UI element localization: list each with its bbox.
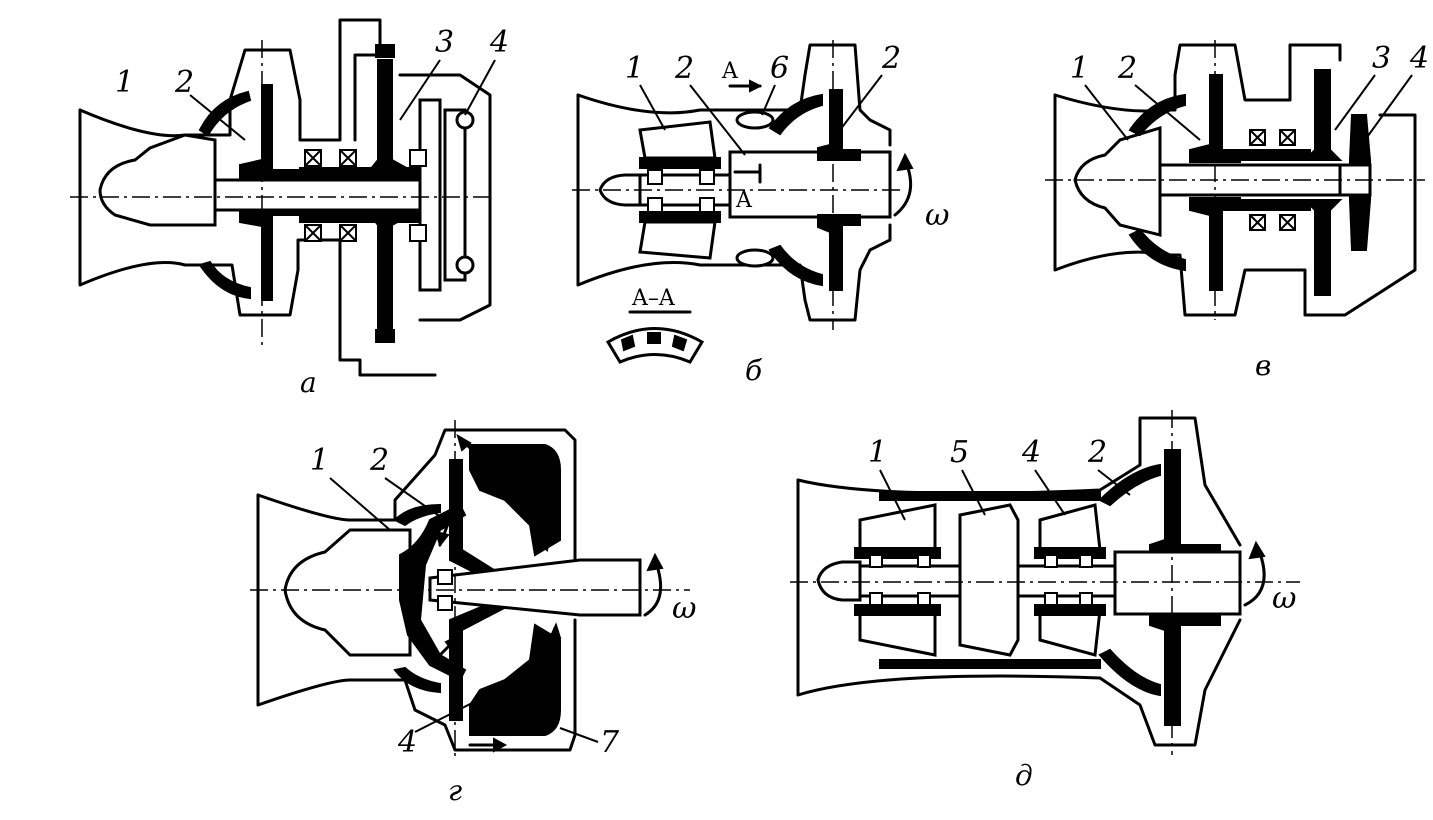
label-2-v: 2 bbox=[1117, 51, 1137, 86]
omega-b: ω bbox=[925, 198, 949, 233]
label-1-g: 1 bbox=[310, 443, 329, 478]
section-mark-a-bottom: A bbox=[735, 188, 753, 213]
label-4-d: 4 bbox=[1021, 435, 1041, 470]
label-4-v: 4 bbox=[1409, 41, 1429, 76]
label-1-v: 1 bbox=[1070, 51, 1089, 86]
panel-g: ω 1 2 4 7 г bbox=[250, 420, 696, 807]
inducer-1-a bbox=[98, 133, 217, 227]
label-2-b: 2 bbox=[674, 51, 694, 86]
label-4-g: 4 bbox=[397, 725, 417, 760]
omega-g: ω bbox=[672, 591, 696, 626]
label-2-d: 2 bbox=[1087, 435, 1107, 470]
stage-4-d bbox=[1038, 503, 1102, 552]
label-3-v: 3 bbox=[1372, 41, 1391, 76]
impeller-2-b bbox=[817, 89, 861, 161]
omega-d: ω bbox=[1272, 581, 1296, 616]
gear-3-a bbox=[367, 59, 414, 171]
label-4-a: 4 bbox=[489, 25, 509, 60]
label-1-b: 1 bbox=[625, 51, 644, 86]
label-2-a: 2 bbox=[174, 65, 194, 100]
label-3-a: 3 bbox=[435, 25, 454, 60]
caption-b: б bbox=[745, 354, 763, 387]
panel-a: 1 2 3 4 а bbox=[70, 18, 509, 399]
gear-3-v bbox=[1302, 69, 1343, 161]
label-1-a: 1 bbox=[115, 65, 134, 100]
inducer-1-d bbox=[858, 503, 937, 552]
panel-b: A A ω A–A 1 2 6 2 б bbox=[572, 40, 949, 387]
caption-v: в bbox=[1255, 349, 1271, 382]
caption-g: г bbox=[448, 774, 462, 807]
inducer-1-g bbox=[283, 528, 412, 657]
stage-5-d bbox=[958, 503, 1020, 657]
caption-d: д bbox=[1015, 759, 1033, 792]
label-7-g: 7 bbox=[600, 725, 620, 760]
label-2-g: 2 bbox=[369, 443, 389, 478]
label-5-d: 5 bbox=[950, 435, 969, 470]
section-mark-a-top: A bbox=[721, 59, 739, 84]
inducer-1-v bbox=[1073, 125, 1162, 237]
caption-a: а bbox=[300, 366, 317, 399]
label-1-d: 1 bbox=[868, 435, 887, 470]
panel-d: ω 1 5 4 2 д bbox=[790, 410, 1300, 792]
label-2b-b: 2 bbox=[881, 41, 901, 76]
label-6-b: 6 bbox=[770, 51, 789, 86]
section-title: A–A bbox=[631, 286, 676, 311]
panel-v: 1 2 3 4 в bbox=[1045, 40, 1429, 382]
inducer-1-b bbox=[638, 120, 717, 160]
